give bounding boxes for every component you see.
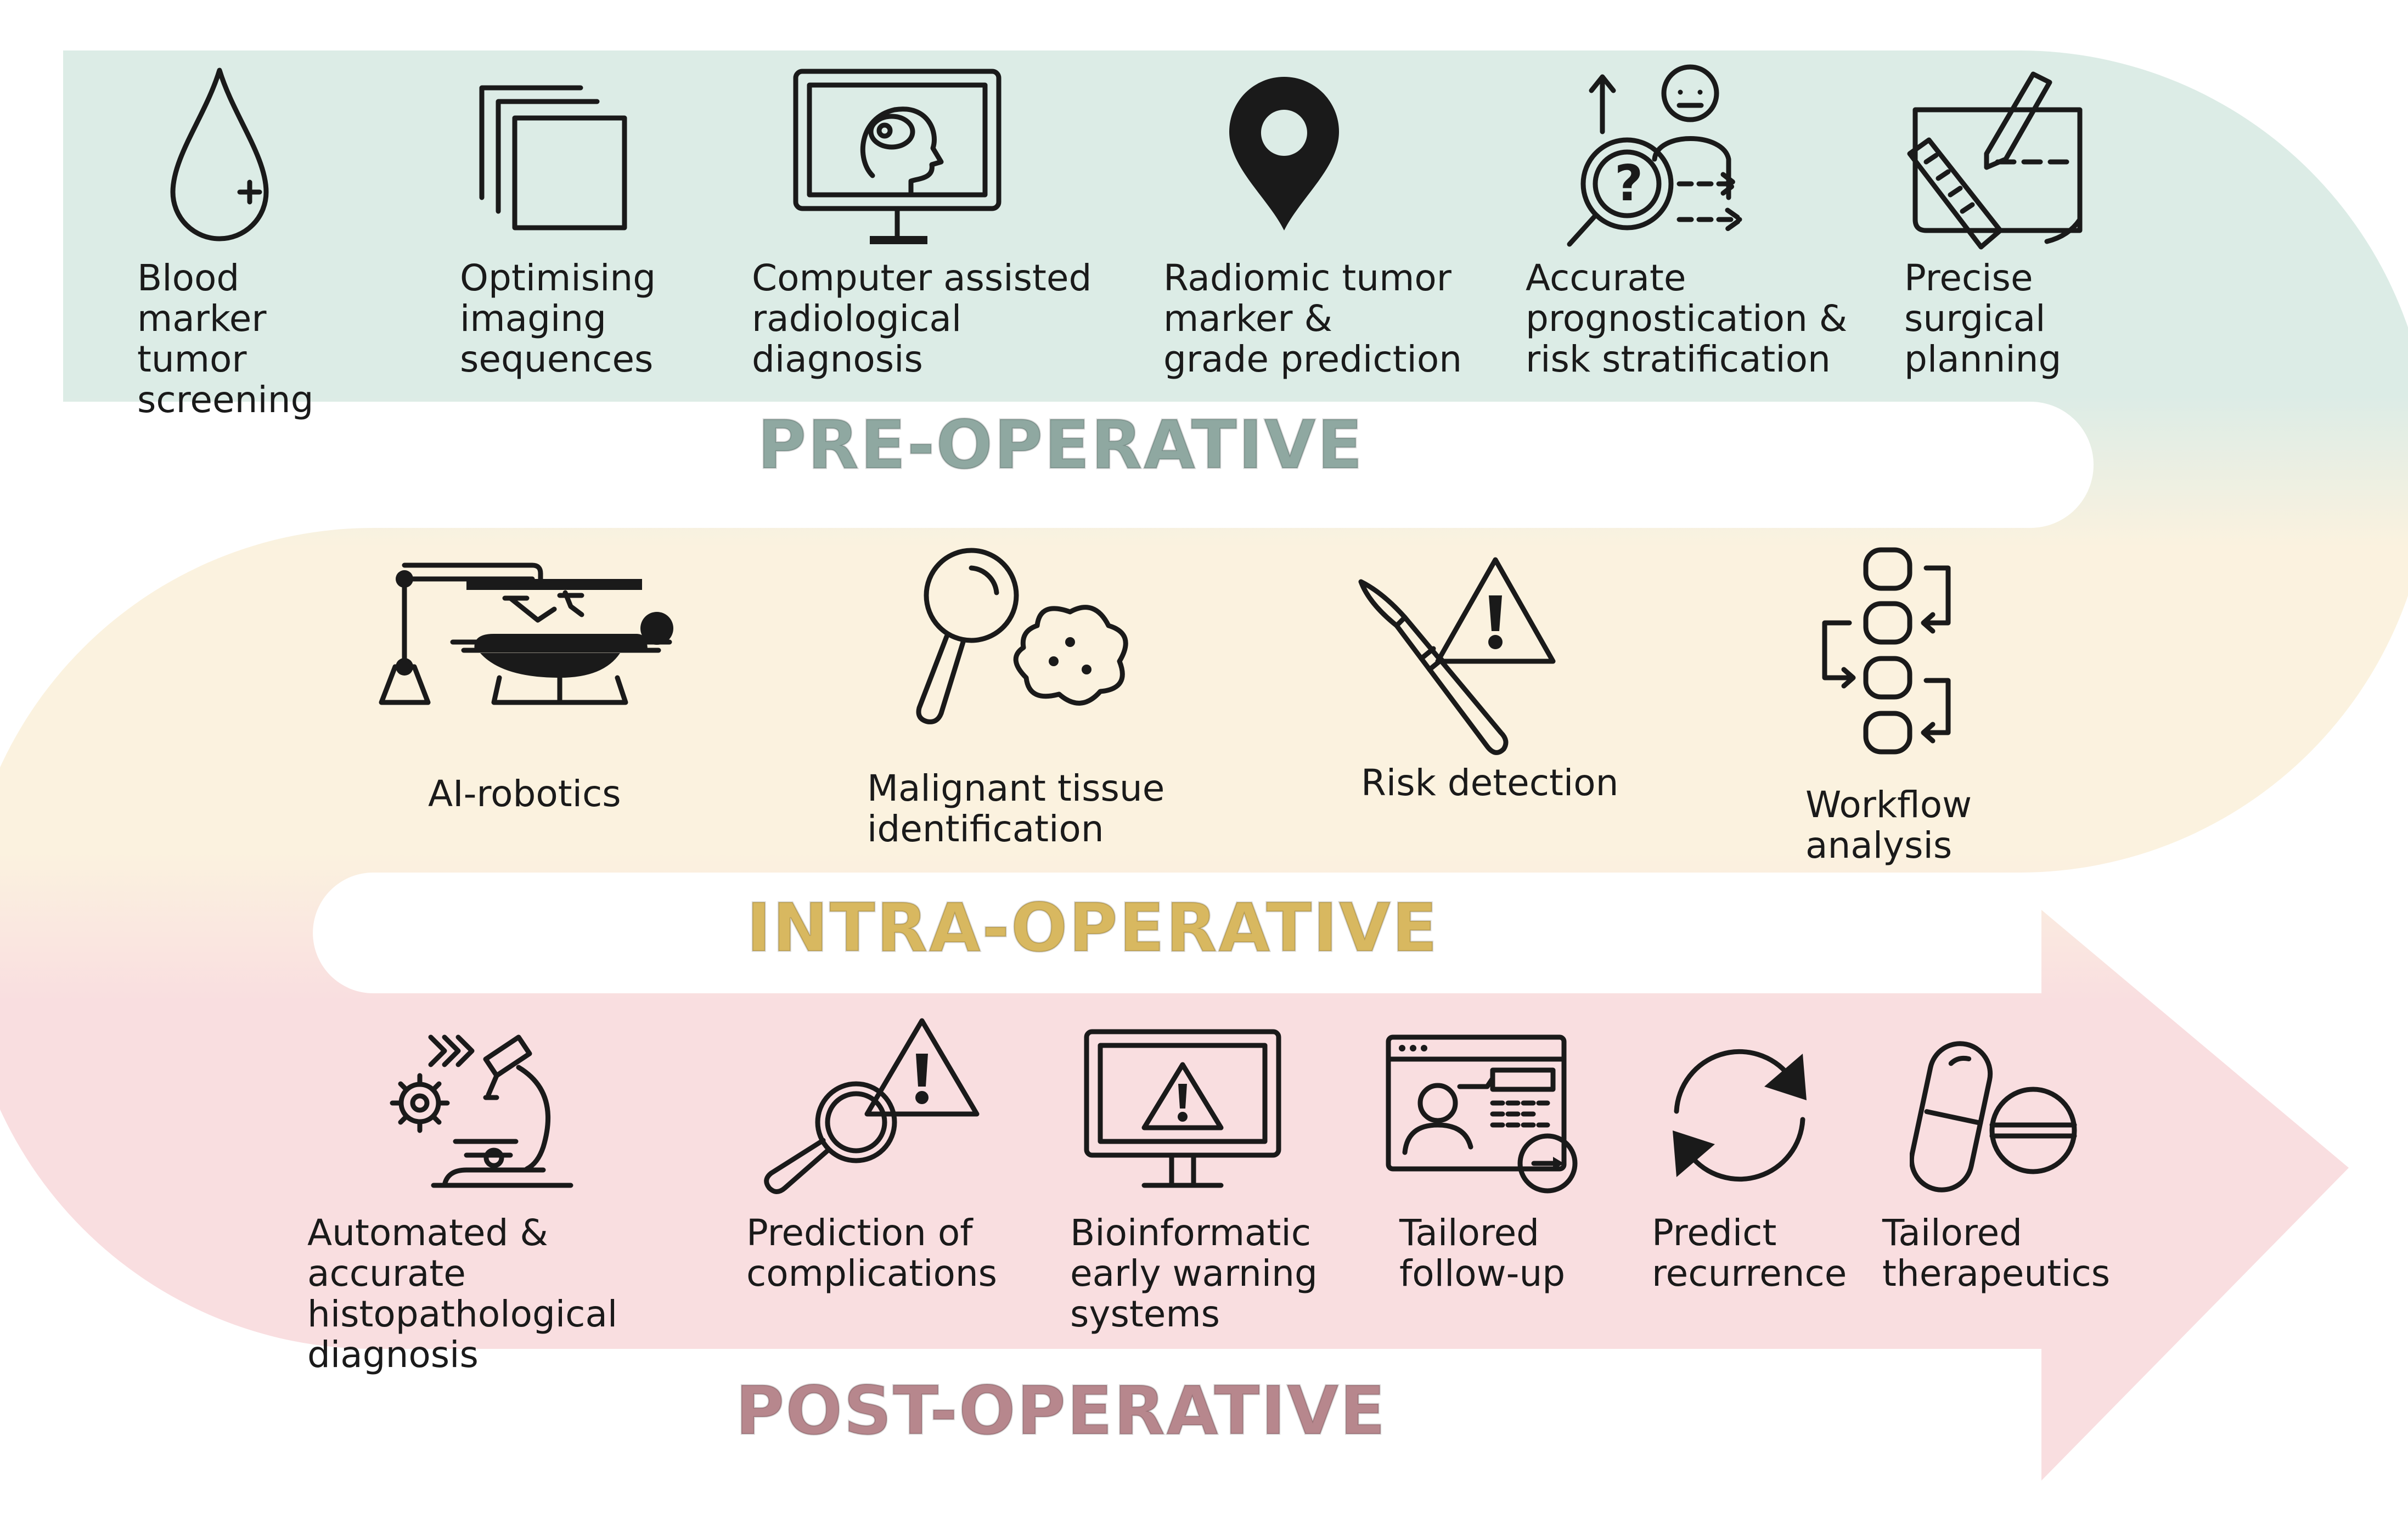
scalpel-warning-icon bbox=[1358, 557, 1556, 755]
post-item-label: Bioinformatic early warning systems bbox=[1070, 1212, 1318, 1335]
blood-drop-icon bbox=[170, 67, 269, 241]
pre-item-label: Optimising imaging sequences bbox=[460, 257, 656, 380]
intra-item-label: AI-robotics bbox=[428, 773, 621, 815]
pre-item-label: Precise surgical planning bbox=[1904, 257, 2062, 380]
pills-icon bbox=[1910, 1041, 2077, 1192]
microscope-gear-icon bbox=[390, 1034, 573, 1188]
map-pin-icon bbox=[1229, 77, 1339, 230]
phase-title-pre-operative: PRE-OPERATIVE bbox=[756, 406, 1364, 485]
post-item-label: Prediction of complications bbox=[746, 1212, 998, 1295]
phase-title-post-operative: POST-OPERATIVE bbox=[735, 1371, 1387, 1451]
magnifier-cell-icon bbox=[916, 548, 1128, 724]
svg-text:?: ? bbox=[1614, 155, 1643, 212]
magnifier-warning-icon bbox=[764, 1018, 980, 1194]
monitor-warning-icon bbox=[1084, 1029, 1281, 1188]
monitor-brain-icon bbox=[793, 69, 1002, 244]
intra-item-label: Risk detection bbox=[1361, 762, 1619, 804]
drawing-ruler-icon bbox=[1907, 71, 2083, 250]
phase-title-intra-operative: INTRA-OPERATIVE bbox=[745, 888, 1439, 968]
pre-item-label: Accurate prognostication & risk stratifi… bbox=[1526, 257, 1848, 380]
pre-item-label: Radiomic tumor marker & grade prediction bbox=[1163, 257, 1462, 380]
browser-person-icon bbox=[1386, 1034, 1578, 1194]
pre-item-label: Blood marker tumor screening bbox=[137, 257, 314, 421]
magnifier-patient-icon: ? bbox=[1567, 64, 1743, 247]
image-stack-icon bbox=[479, 85, 627, 230]
surgical-robot-icon bbox=[379, 562, 673, 705]
intra-item-label: Workflow analysis bbox=[1805, 784, 1972, 867]
post-item-label: Automated & accurate histopathological d… bbox=[307, 1212, 618, 1376]
pre-item-label: Computer assisted radiological diagnosis bbox=[752, 257, 1092, 380]
post-item-label: Predict recurrence bbox=[1652, 1212, 1847, 1295]
post-item-label: Tailored therapeutics bbox=[1882, 1212, 2111, 1295]
intra-item-label: Malignant tissue identification bbox=[867, 767, 1165, 850]
pathway-band-shape bbox=[0, 50, 2408, 1481]
workflow-icon bbox=[1822, 547, 1951, 755]
refresh-arrows-icon bbox=[1673, 1049, 1807, 1182]
post-item-label: Tailored follow-up bbox=[1399, 1212, 1566, 1295]
